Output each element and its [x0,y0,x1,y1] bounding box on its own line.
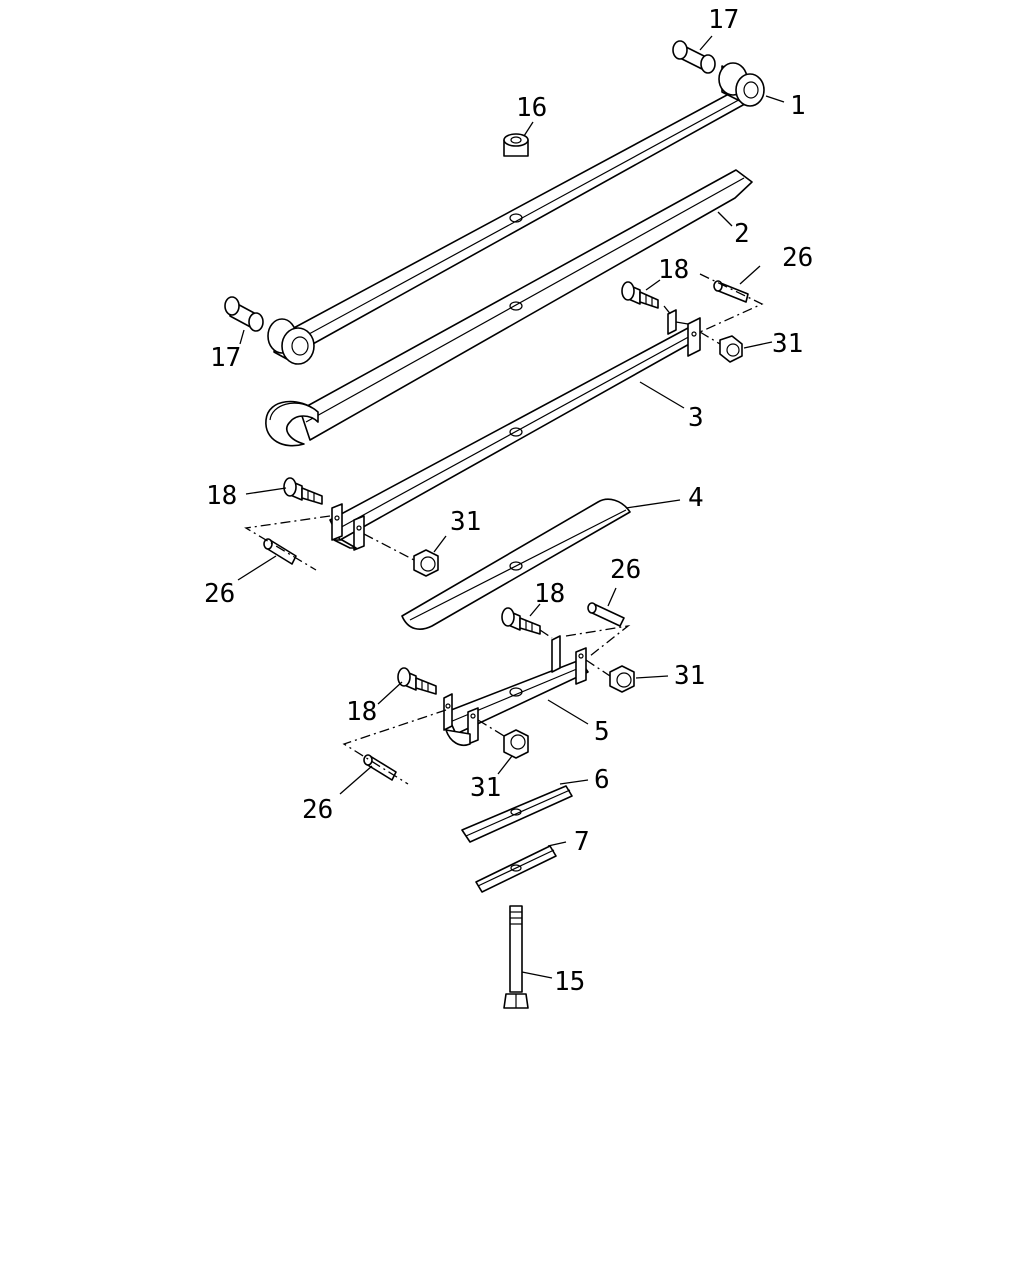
callout-31-b: 31 [450,507,481,537]
bushing-part-17-top[interactable] [672,40,716,74]
callout-labels: 17 1 16 2 18 26 31 17 3 18 4 31 26 18 26… [204,5,813,997]
main-leaf-part-1[interactable] [267,62,765,365]
clip-nut-part-31-a[interactable] [719,335,743,363]
short-leaf-part-6[interactable] [461,785,573,843]
clip-nut-part-31-c[interactable] [609,665,635,693]
callout-2: 2 [734,219,750,249]
callout-31-d: 31 [470,773,501,803]
clip-nut-part-31-b[interactable] [413,549,439,577]
callout-7: 7 [574,827,590,857]
callout-5: 5 [594,717,610,747]
center-nut-part-16[interactable] [503,133,529,157]
callout-26-a: 26 [782,243,813,273]
spacer-part-26-c[interactable] [587,602,625,627]
clip-bolt-part-18-d[interactable] [397,667,437,695]
callout-17-top: 17 [708,5,739,35]
clip-right-part-3 [667,309,701,357]
callout-18-b: 18 [206,481,237,511]
leader-lines [237,35,785,979]
left-spring-eye [267,318,315,365]
callout-31-a: 31 [772,329,803,359]
bushing-part-17-left[interactable] [224,296,264,332]
callout-26-c: 26 [610,555,641,585]
short-leaf-part-7[interactable] [475,845,557,893]
clip-left-part-3 [331,503,365,551]
callout-3: 3 [688,403,704,433]
callout-18-c: 18 [534,579,565,609]
callout-16: 16 [516,93,547,123]
callout-18-a: 18 [658,255,689,285]
clip-bolt-part-18-c[interactable] [501,607,541,635]
callout-18-d: 18 [346,697,377,727]
callout-15: 15 [554,967,585,997]
callout-4: 4 [688,483,704,513]
third-leaf-part-3[interactable] [329,309,701,551]
clip-nut-part-31-d[interactable] [503,729,529,759]
center-bolt-part-15[interactable] [503,905,529,1009]
clip-bolt-part-18-a[interactable] [621,281,659,309]
second-leaf-part-2[interactable] [265,169,753,447]
assembly-centerlines [244,273,764,785]
callout-31-c: 31 [674,661,705,691]
clip-bolt-part-18-b[interactable] [283,477,323,505]
right-spring-eye [718,62,765,107]
callout-1: 1 [790,91,806,121]
callout-26-b: 26 [204,579,235,609]
clip-right-part-5 [551,635,587,685]
fourth-leaf-part-4[interactable] [401,498,631,630]
clip-left-part-5 [443,693,479,746]
callout-6: 6 [594,765,610,795]
spacer-part-26-d[interactable] [363,754,397,781]
fifth-leaf-part-5[interactable] [443,635,589,746]
spacer-part-26-a[interactable] [713,280,749,303]
callout-26-d: 26 [302,795,333,825]
callout-17-left: 17 [210,343,241,373]
wrapped-eye [265,400,319,447]
